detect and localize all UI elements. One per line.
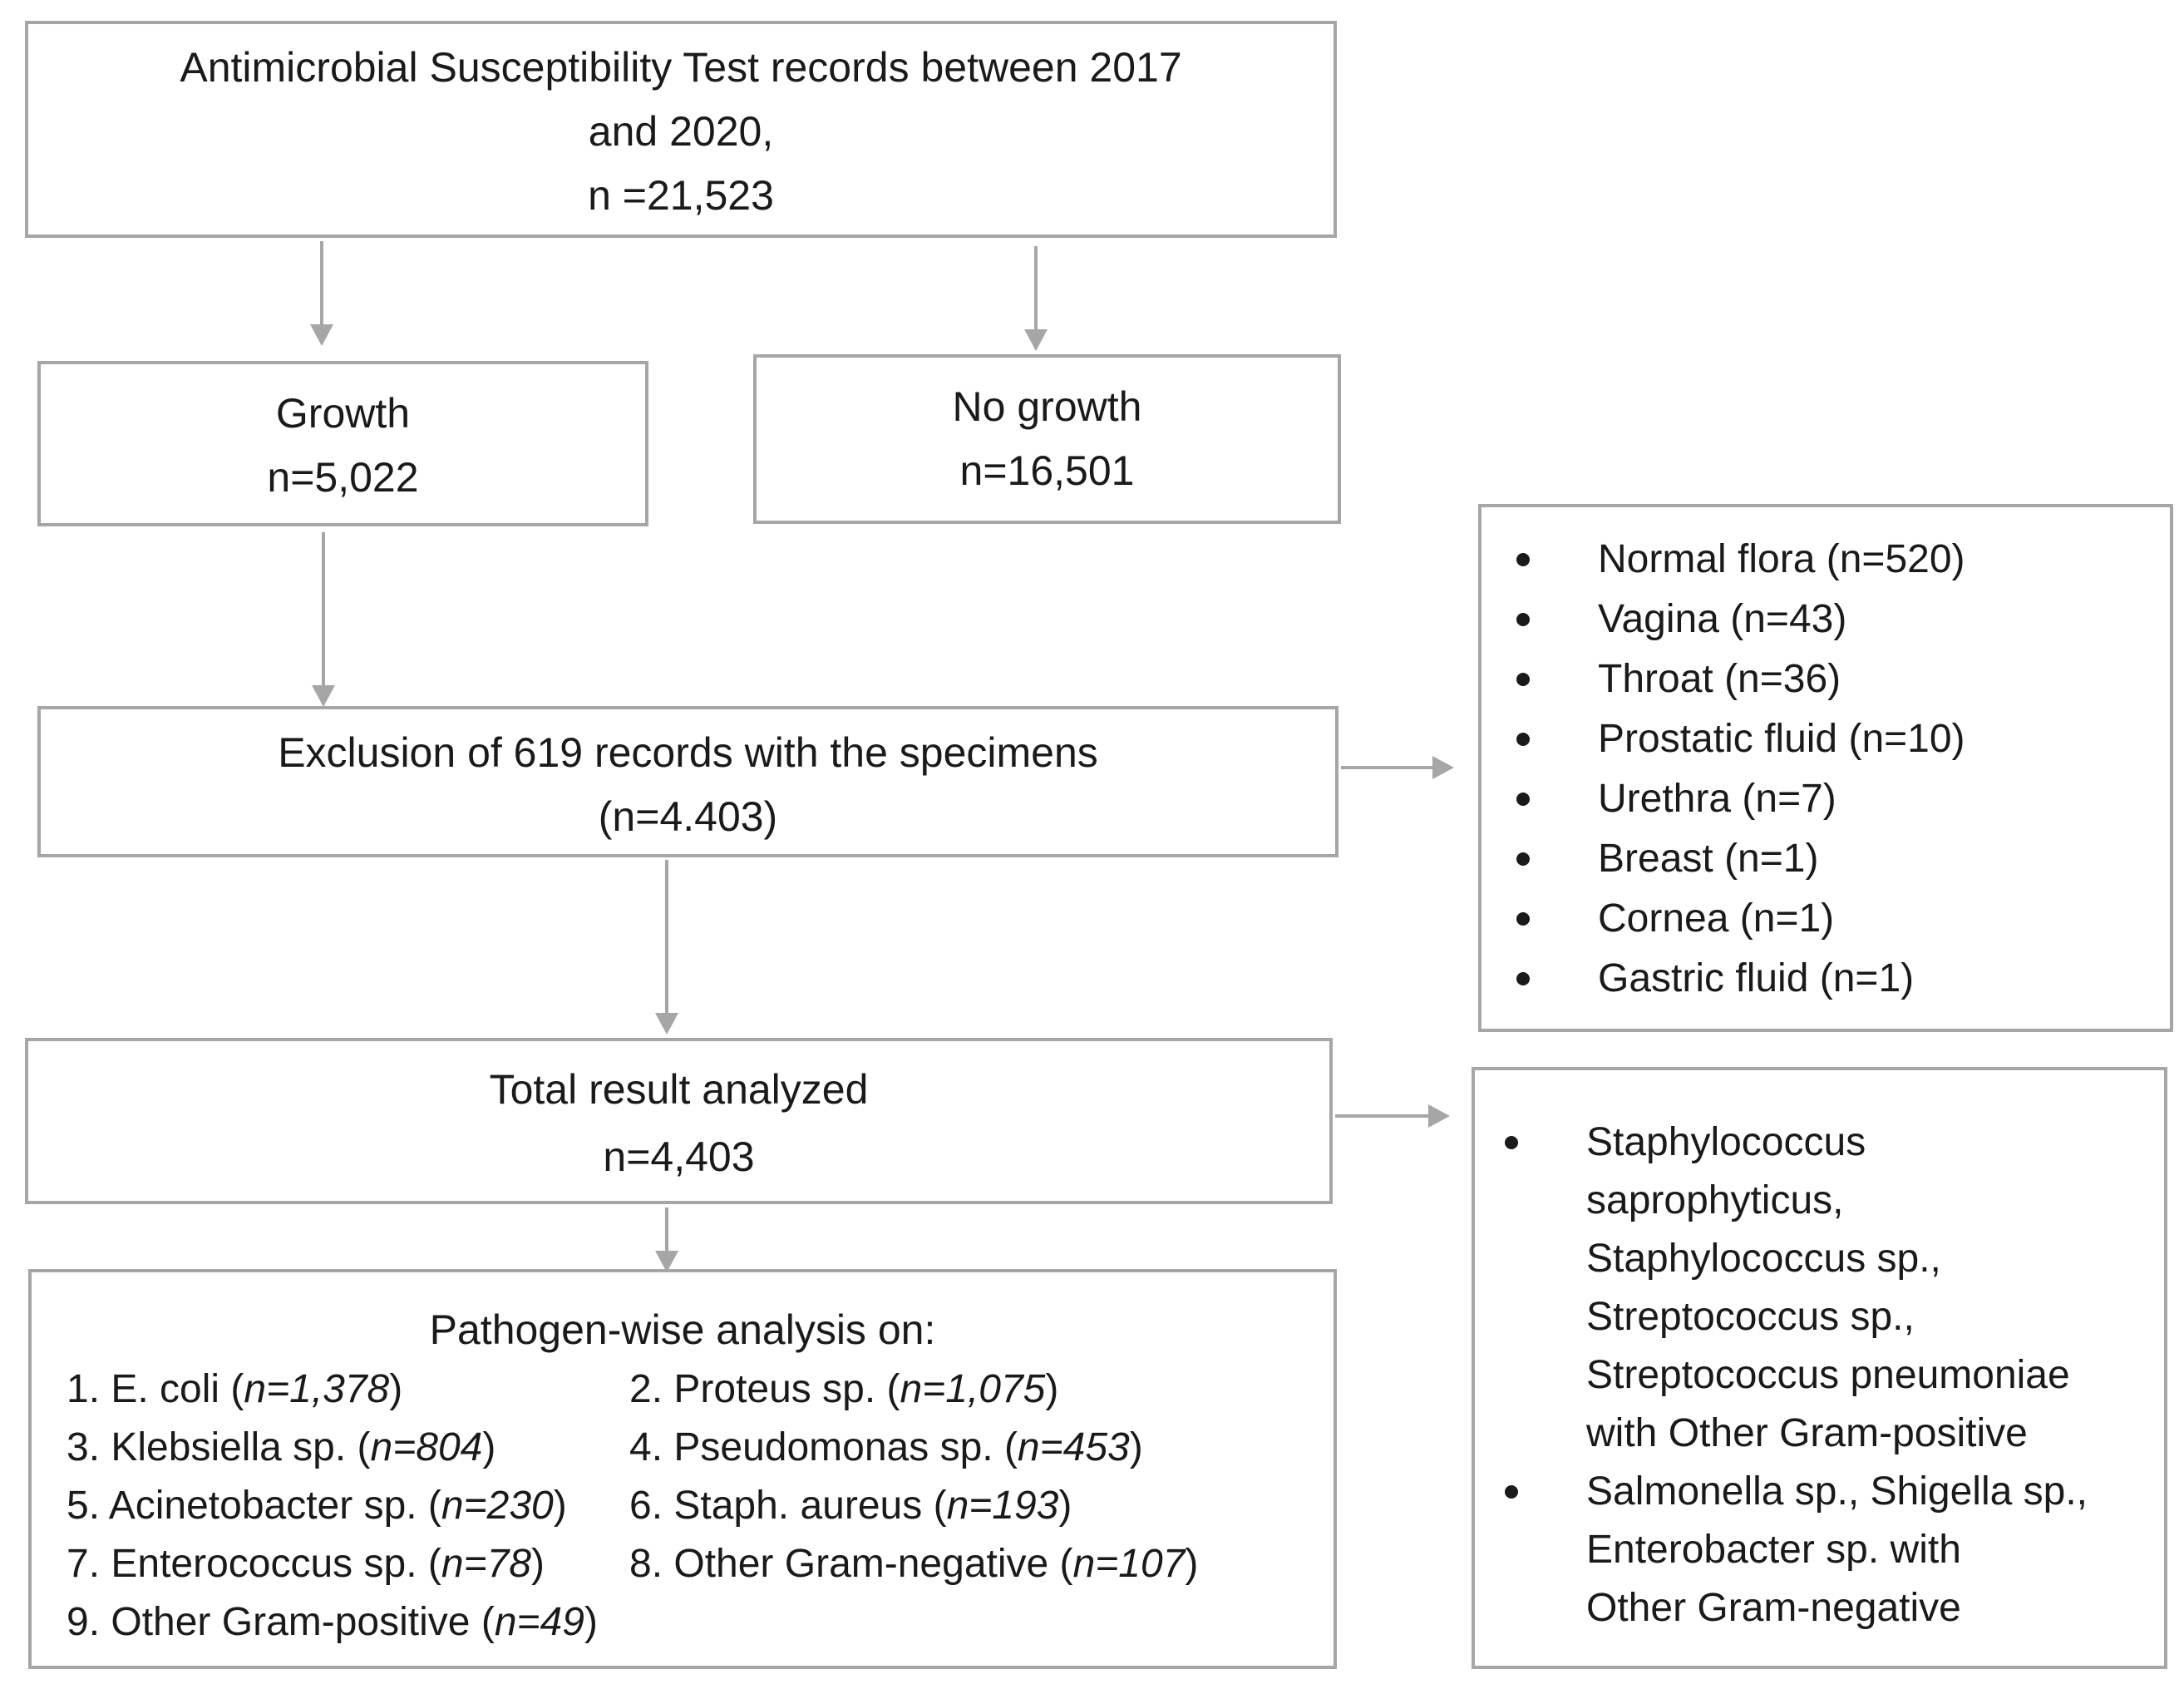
total-records-box: Antimicrobial Susceptibility Test record…: [25, 21, 1337, 238]
growth-count: n=5,022: [267, 454, 419, 501]
no-growth-count: n=16,501: [959, 447, 1135, 494]
list-item: Urethra (n=7): [1481, 769, 1965, 829]
list-item: Cornea (n=1): [1481, 889, 1965, 949]
list-item: Breast (n=1): [1481, 829, 1965, 889]
growth-label: Growth: [275, 390, 411, 437]
list-item: Prostatic fluid (n=10): [1481, 709, 1965, 769]
groupings-list: Staphylococcus saprophyticus, Staphyloco…: [1470, 1114, 2088, 1637]
pathogen-item: 3. Klebsiella sp. (n=804): [67, 1425, 496, 1469]
pathogen-item: 2. Proteus sp. (n=1,075): [629, 1367, 1059, 1411]
list-item: Throat (n=36): [1481, 649, 1965, 709]
total-analyzed-label: Total result analyzed: [489, 1066, 869, 1113]
exclusion-box: Exclusion of 619 records with the specim…: [37, 706, 1339, 857]
list-item: Gastric fluid (n=1): [1481, 949, 1965, 1009]
arrow-to-groupings: [1335, 1104, 1450, 1128]
arrow-to-growth: [310, 241, 333, 346]
pathogen-item: 9. Other Gram-positive (n=49): [67, 1600, 598, 1644]
exclusion-label: Exclusion of 619 records with the specim…: [278, 729, 1098, 776]
arrow-to-pathogen: [655, 1207, 678, 1272]
list-item: Vagina (n=43): [1481, 590, 1965, 649]
total-records-line-2: and 2020,: [588, 108, 774, 155]
growth-box: Growth n=5,022: [37, 361, 648, 526]
no-growth-box: No growth n=16,501: [753, 354, 1341, 524]
exclusion-count: (n=4.403): [598, 793, 778, 840]
no-growth-label: No growth: [952, 383, 1142, 430]
pathogen-item: 5. Acinetobacter sp. (n=230): [67, 1484, 567, 1528]
total-analyzed-box: Total result analyzed n=4,403: [25, 1038, 1333, 1204]
excluded-specimens-list: Normal flora (n=520) Vagina (n=43) Throa…: [1481, 530, 1965, 1009]
total-analyzed-count: n=4,403: [603, 1133, 755, 1180]
total-records-line-3: n =21,523: [588, 172, 774, 219]
arrow-to-excluded-specimens: [1341, 756, 1454, 779]
list-item: Salmonella sp., Shigella sp., Enterobact…: [1470, 1463, 2088, 1637]
pathogen-analysis-box: Pathogen-wise analysis on: 1. E. coli (n…: [28, 1269, 1337, 1669]
pathogen-item: 8. Other Gram-negative (n=107): [629, 1542, 1199, 1586]
total-records-line-1: Antimicrobial Susceptibility Test record…: [180, 44, 1182, 91]
arrow-to-no-growth: [1024, 246, 1048, 351]
excluded-specimens-box: Normal flora (n=520) Vagina (n=43) Throa…: [1478, 504, 2173, 1032]
pathogen-analysis-title: Pathogen-wise analysis on:: [429, 1306, 936, 1353]
pathogen-item: 7. Enterococcus sp. (n=78): [67, 1542, 545, 1586]
list-item: Normal flora (n=520): [1481, 530, 1965, 590]
arrow-to-total: [655, 860, 678, 1035]
pathogen-item: 4. Pseudomonas sp. (n=453): [629, 1425, 1143, 1469]
pathogen-item: 1. E. coli (n=1,378): [67, 1367, 403, 1411]
arrow-to-exclusion: [312, 532, 335, 707]
list-item: Staphylococcus saprophyticus, Staphyloco…: [1470, 1114, 2088, 1463]
groupings-box: Staphylococcus saprophyticus, Staphyloco…: [1472, 1067, 2167, 1669]
pathogen-item: 6. Staph. aureus (n=193): [629, 1484, 1072, 1528]
